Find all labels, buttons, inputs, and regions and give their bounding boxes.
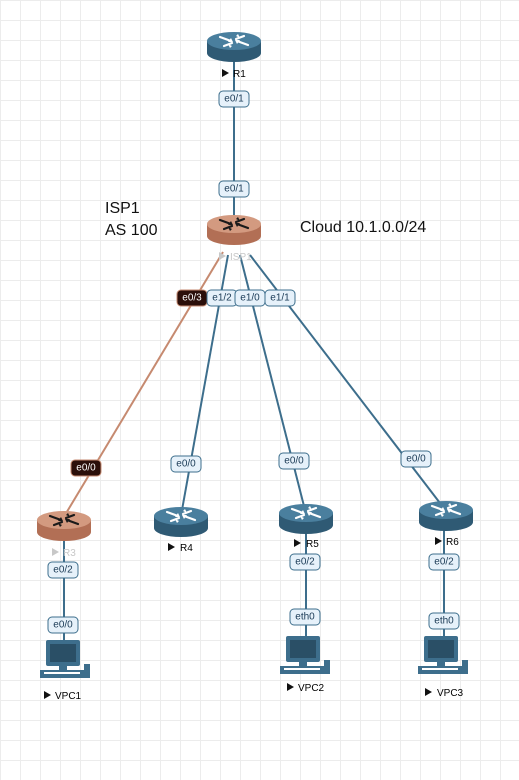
node-name-r6: R6 (446, 537, 459, 548)
node-name-r3: R3 (63, 548, 76, 559)
node-name-vpc2: VPC2 (298, 683, 325, 694)
label-r5: R5 (294, 539, 319, 550)
port-r4-e0-0[interactable]: e0/0 (170, 455, 202, 473)
label-isp1: ISP1 (219, 252, 252, 263)
svg-text:e1/0: e1/0 (240, 293, 260, 304)
label-r6: R6 (435, 537, 459, 548)
svg-text:e0/2: e0/2 (434, 557, 454, 568)
svg-text:e0/0: e0/0 (284, 456, 304, 467)
node-name-r5: R5 (306, 539, 319, 550)
play-icon (44, 691, 51, 699)
svg-text:e0/3: e0/3 (182, 293, 202, 304)
port-vpc3-eth0[interactable]: eth0 (428, 612, 460, 630)
play-icon (425, 688, 432, 696)
svg-text:e0/2: e0/2 (295, 557, 315, 568)
port-r5-e0-2[interactable]: e0/2 (289, 553, 321, 571)
label-r4: R4 (168, 543, 193, 554)
router-r6[interactable] (417, 499, 475, 533)
port-isp1-e0-1[interactable]: e0/1 (218, 180, 250, 198)
play-icon (294, 539, 301, 547)
label-r3: R3 (52, 548, 76, 559)
svg-text:e0/1: e0/1 (224, 94, 244, 105)
node-name-r4: R4 (180, 543, 193, 554)
svg-text:e1/1: e1/1 (270, 293, 290, 304)
label-r1: R1 (222, 69, 246, 80)
router-r3[interactable] (35, 509, 93, 543)
port-isp1-e1-0[interactable]: e1/0 (234, 289, 266, 307)
annotation-as-number: AS 100 (105, 222, 158, 239)
pc-vpc1[interactable] (40, 640, 90, 678)
port-r6-e0-2[interactable]: e0/2 (428, 553, 460, 571)
label-vpc3: VPC3 (425, 688, 464, 699)
port-vpc1-e0-0[interactable]: e0/0 (47, 616, 79, 634)
node-name-isp1: ISP1 (230, 252, 252, 263)
router-r4[interactable] (152, 505, 210, 539)
node-labels: R1 ISP1 R3 R4 R5 R6 VPC1 VPC2 (44, 69, 464, 702)
port-r3-e0-0[interactable]: e0/0 (70, 459, 102, 477)
router-isp1[interactable] (205, 213, 263, 247)
svg-text:e0/0: e0/0 (53, 620, 73, 631)
port-isp1-e0-3[interactable]: e0/3 (176, 289, 208, 307)
pc-vpc2[interactable] (280, 636, 330, 674)
svg-text:e0/0: e0/0 (406, 454, 426, 465)
port-r1-e0-1[interactable]: e0/1 (218, 90, 250, 108)
label-vpc2: VPC2 (287, 683, 325, 694)
port-r5-e0-0[interactable]: e0/0 (278, 452, 310, 470)
play-icon (287, 683, 294, 691)
svg-text:eth0: eth0 (295, 612, 315, 623)
router-r1[interactable] (205, 30, 263, 64)
node-name-vpc1: VPC1 (55, 691, 82, 702)
port-r3-e0-2[interactable]: e0/2 (47, 561, 79, 579)
label-vpc1: VPC1 (44, 691, 82, 702)
annotation-cloud-subnet: Cloud 10.1.0.0/24 (300, 219, 426, 236)
play-icon (435, 537, 442, 545)
svg-text:e0/0: e0/0 (76, 463, 96, 474)
port-vpc2-eth0[interactable]: eth0 (289, 608, 321, 626)
play-icon (222, 69, 229, 77)
svg-text:eth0: eth0 (434, 616, 454, 627)
node-name-r1: R1 (233, 69, 246, 80)
play-icon (52, 548, 59, 556)
annotation-isp-name: ISP1 (105, 200, 140, 217)
svg-text:e1/2: e1/2 (212, 293, 232, 304)
links (63, 60, 445, 650)
svg-text:e0/0: e0/0 (176, 459, 196, 470)
node-name-vpc3: VPC3 (437, 688, 464, 699)
play-icon (168, 543, 175, 551)
port-r6-e0-0[interactable]: e0/0 (400, 450, 432, 468)
svg-text:e0/2: e0/2 (53, 565, 73, 576)
pc-vpc3[interactable] (418, 636, 468, 674)
port-isp1-e1-2[interactable]: e1/2 (206, 289, 238, 307)
port-isp1-e1-1[interactable]: e1/1 (264, 289, 296, 307)
svg-text:e0/1: e0/1 (224, 184, 244, 195)
router-r5[interactable] (277, 502, 335, 536)
play-icon (219, 252, 226, 260)
port-labels: e0/1 e0/1 e0/3 e1/2 e1/0 e1/1 e0/0 e0/0 (47, 90, 460, 634)
